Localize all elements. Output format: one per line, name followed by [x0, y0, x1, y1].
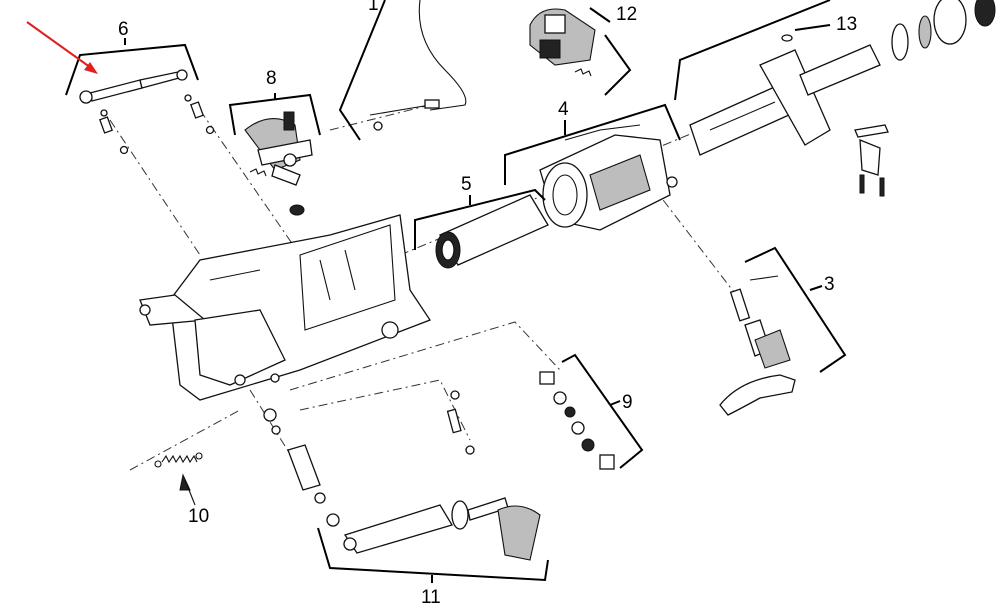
switch-bracket	[854, 124, 889, 197]
part-4-tilt-housing	[539, 124, 678, 231]
callout-label-13: 13	[836, 14, 857, 35]
part-3-tilt-lever	[719, 275, 796, 416]
part-10-spring	[154, 452, 203, 506]
part-6-hardware-stack	[539, 371, 615, 470]
callout-label-3: 3	[824, 274, 835, 295]
callout-brackets	[65, 0, 847, 583]
part-12-lock-mechanism	[529, 8, 596, 77]
callout-label-11: 11	[421, 587, 441, 605]
part-13-shaft-assembly	[689, 0, 996, 156]
part-1-cable	[369, 0, 467, 131]
callout-label-6: 9	[622, 392, 633, 413]
callout-label-12: 12	[616, 4, 637, 25]
callout-labels: 6 8 1 12 13 4 5 3 9 10 11	[118, 0, 857, 605]
callout-label-9: 6	[118, 19, 129, 40]
part-5-column-tube	[435, 194, 549, 269]
callout-label-4: 4	[558, 99, 569, 120]
callout-label-8: 8	[266, 68, 277, 89]
main-bracket-frame	[139, 214, 431, 401]
callout-label-5: 5	[461, 174, 472, 195]
callout-label-10: 10	[188, 506, 209, 527]
part-11-lower-strut	[263, 390, 541, 561]
part-9-gas-strut	[79, 69, 215, 155]
part-8-lever-assembly	[244, 111, 313, 216]
callout-label-1: 1	[368, 0, 379, 15]
highlight-arrow	[26, 21, 98, 74]
